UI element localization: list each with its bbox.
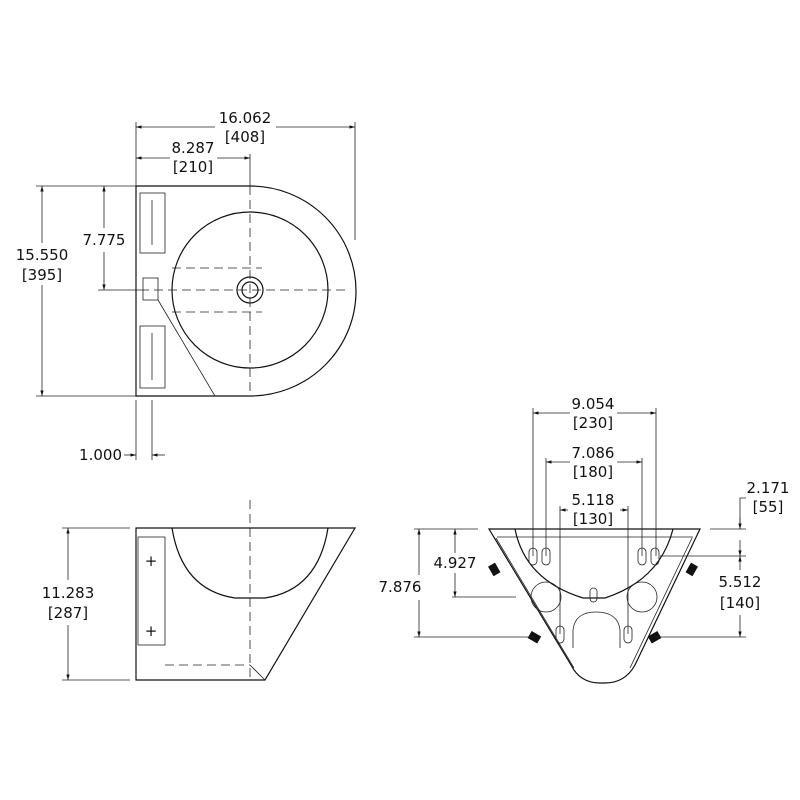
dim-height: 11.283 [287]	[42, 527, 130, 681]
valve-box	[142, 277, 159, 301]
dim-bracket-height: 7.876	[379, 528, 535, 638]
dim-outer-slots: 9.054 [230]	[532, 395, 657, 556]
dim-inner-slots-in: 7.086	[572, 444, 615, 462]
dim-top-offset-mm: [55]	[753, 498, 784, 516]
dim-center-height: 7.775	[83, 185, 140, 291]
dim-half-width-in: 8.287	[172, 139, 215, 157]
front-view: + +	[135, 500, 357, 681]
screw-icon	[685, 562, 698, 577]
dim-half-width-mm: [210]	[173, 158, 213, 176]
diagonal-edge	[157, 299, 216, 397]
bracket-cutout	[572, 611, 621, 648]
dim-inner-slots-mm: [180]	[573, 463, 613, 481]
dim-bracket-height-in: 7.876	[379, 578, 422, 596]
dim-overall-width-in: 16.062	[219, 109, 272, 127]
dim-bottom-slots-in: 5.118	[572, 491, 615, 509]
dim-flange-in: 1.000	[79, 446, 122, 464]
dim-flange: 1.000	[79, 400, 165, 464]
dim-overall-width-mm: [408]	[225, 128, 265, 146]
bracket-inner-edge	[629, 537, 693, 669]
dim-slot-span-mm: [140]	[720, 594, 760, 612]
dim-top-offset-in: 2.171	[747, 479, 790, 497]
dim-hole-height-in: 4.927	[434, 554, 477, 572]
dim-height-in: 11.283	[42, 584, 95, 602]
dim-overall-width: 16.062 [408]	[135, 109, 356, 240]
dim-bottom-slots: 5.118 [130]	[559, 491, 629, 634]
top-view	[135, 185, 357, 397]
top-view-back-plate	[135, 185, 250, 397]
slot	[589, 587, 598, 603]
dim-outer-slots-mm: [230]	[573, 414, 613, 432]
dim-overall-depth-mm: [395]	[22, 266, 62, 284]
dim-slot-span: 5.512 [140]	[719, 556, 762, 637]
screw-icon	[647, 631, 662, 644]
dim-hole-height: 4.927	[434, 529, 516, 598]
bracket-view	[487, 528, 701, 684]
flange-slot-bottom	[139, 325, 166, 389]
screw-mark: +	[145, 552, 158, 570]
dim-bottom-slots-mm: [130]	[573, 510, 613, 528]
dim-overall-depth-in: 15.550	[16, 246, 69, 264]
screw-icon	[488, 562, 501, 577]
screws	[488, 562, 698, 644]
dim-slot-span-in: 5.512	[719, 573, 762, 591]
dim-outer-slots-in: 9.054	[572, 395, 615, 413]
dim-height-mm: [287]	[48, 604, 88, 622]
dim-half-width: 8.287 [210]	[136, 139, 251, 186]
mount-hole	[530, 581, 562, 613]
slot	[650, 547, 660, 566]
screw-mark: +	[145, 622, 158, 640]
mount-hole	[626, 581, 658, 613]
bracket-inner-edge	[495, 537, 575, 669]
top-view-outer-arc	[249, 185, 357, 397]
chamfer-line	[249, 664, 266, 681]
dim-top-offset: 2.171 [55]	[655, 479, 790, 638]
mounting-plate	[137, 536, 166, 646]
dim-overall-depth: 15.550 [395]	[16, 185, 136, 397]
dim-center-height-in: 7.775	[83, 231, 126, 249]
dim-inner-slots: 7.086 [180]	[545, 444, 643, 556]
flange-slot-top	[139, 192, 166, 254]
bracket-outline	[487, 528, 701, 684]
bowl-profile	[514, 528, 674, 599]
